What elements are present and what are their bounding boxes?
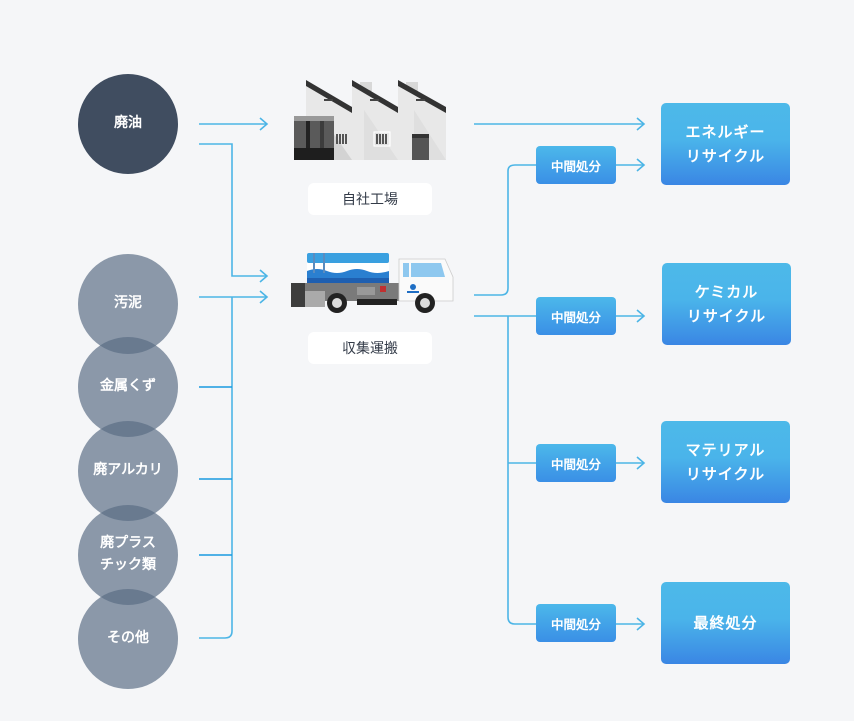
source-other: その他	[78, 589, 178, 689]
source-label: 金属くず	[100, 378, 156, 395]
arrowhead	[636, 158, 646, 172]
destination-material-recycle: マテリアル リサイクル	[661, 421, 790, 503]
intermediate-box-3: 中間処分	[536, 444, 616, 482]
source-waste-plastics: 廃プラス チック類	[78, 505, 178, 605]
arrowhead	[636, 117, 646, 131]
intermediate-box-2: 中間処分	[536, 297, 616, 335]
destination-energy-recycle: エネルギー リサイクル	[661, 103, 790, 185]
intermediate-label: 中間処分	[550, 616, 601, 632]
arrowhead	[259, 117, 269, 131]
destination-label: マテリアル リサイクル	[685, 441, 766, 483]
tanker-truck-icon	[287, 251, 457, 325]
source-waste-oil: 廃油	[78, 74, 178, 174]
connector-trunk-vertical	[507, 316, 536, 625]
intermediate-box-4: 中間処分	[536, 604, 616, 642]
factory-label-text: 自社工場	[342, 192, 398, 208]
connector-collector-trunk	[199, 297, 233, 639]
connector-transport-to-intermediate-1	[474, 164, 536, 296]
arrowhead	[259, 290, 269, 304]
arrowhead	[636, 617, 646, 631]
source-label: 廃プラス チック類	[100, 535, 156, 573]
destination-label: 最終処分	[693, 614, 758, 632]
transport-label-text: 収集運搬	[342, 341, 398, 357]
intermediate-label: 中間処分	[550, 309, 601, 325]
intermediate-box-1: 中間処分	[536, 146, 616, 184]
destination-label: エネルギー リサイクル	[685, 123, 766, 165]
connector-waste-oil-to-transport	[199, 143, 266, 277]
source-waste-alkali: 廃アルカリ	[78, 421, 178, 521]
source-label: 汚泥	[114, 295, 142, 312]
destination-final-disposal: 最終処分	[661, 582, 790, 664]
arrowhead	[636, 456, 646, 470]
source-label: 廃アルカリ	[93, 462, 163, 479]
intermediate-label: 中間処分	[550, 158, 601, 174]
factory-icon	[294, 80, 446, 164]
destination-chemical-recycle: ケミカル リサイクル	[662, 263, 791, 345]
station-transport-label: 収集運搬	[308, 332, 432, 364]
destination-label: ケミカル リサイクル	[686, 283, 767, 325]
intermediate-label: 中間処分	[550, 456, 601, 472]
station-factory-label: 自社工場	[308, 183, 432, 215]
source-label: 廃油	[114, 115, 142, 132]
arrowhead	[259, 269, 269, 283]
arrowhead	[636, 309, 646, 323]
source-metal-scrap: 金属くず	[78, 337, 178, 437]
source-label: その他	[107, 630, 149, 647]
